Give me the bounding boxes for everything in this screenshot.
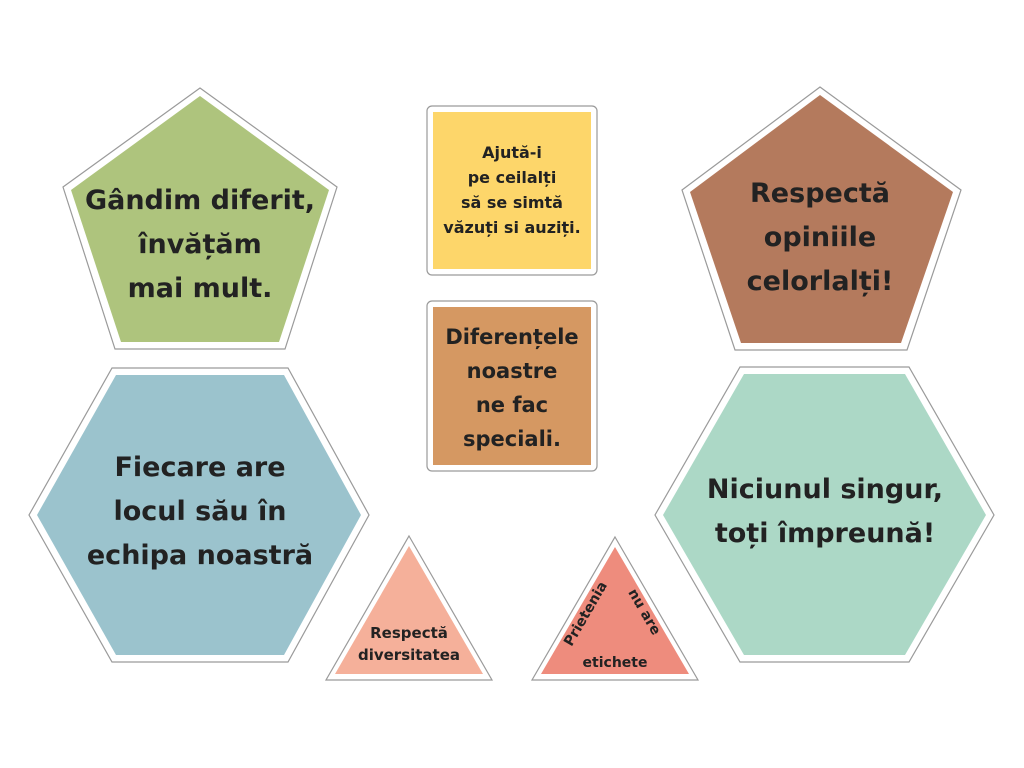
blue-hexagon-text: Fiecare are locul său în echipa noastră xyxy=(60,446,340,578)
text-line: Respectă xyxy=(750,178,890,209)
text-line: Diferențele xyxy=(445,325,579,349)
orange-square-text: Diferențele noastre ne fac speciali. xyxy=(433,320,591,456)
text-line: diversitatea xyxy=(357,646,461,664)
text-line: toți împreună! xyxy=(714,518,936,549)
peach-triangle xyxy=(335,546,483,674)
coral-triangle xyxy=(541,547,689,674)
text-line: să se simtă xyxy=(461,193,563,212)
brown-pentagon xyxy=(690,95,953,343)
mint-hexagon xyxy=(663,374,986,655)
green-pentagon xyxy=(71,96,329,342)
blue-hexagon xyxy=(37,375,361,655)
text-line: celorlalți! xyxy=(746,266,894,297)
yellow-square-text: Ajută-i pe ceilalți să se simtă văzuți s… xyxy=(433,140,591,240)
text-line: pe ceilalți xyxy=(467,168,557,187)
text-line: echipa noastră xyxy=(86,540,314,571)
text-line: Fiecare are xyxy=(114,452,286,483)
text-line: învățăm xyxy=(138,229,262,260)
yellow-square xyxy=(433,112,591,269)
text-line: locul său în xyxy=(113,496,287,527)
orange-square xyxy=(433,307,591,465)
text-line: ne fac xyxy=(475,393,549,417)
text-line: Gândim diferit, xyxy=(84,185,316,216)
text-line: Niciunul singur, xyxy=(706,474,944,505)
coral-triangle-bottom-text: etichete xyxy=(582,655,648,671)
text-line: opiniile xyxy=(763,222,877,253)
mint-hexagon-text: Niciunul singur, toți împreună! xyxy=(675,468,975,556)
text-line: văzuți si auziți. xyxy=(443,218,581,237)
text-line: Respectă xyxy=(370,624,448,642)
peach-triangle-text: Respectă diversitatea xyxy=(340,620,478,668)
green-pentagon-text: Gândim diferit, învățăm mai mult. xyxy=(70,180,330,310)
text-line: Ajută-i xyxy=(482,143,542,162)
brown-pentagon-text: Respectă opiniile celorlalți! xyxy=(690,173,950,303)
text-line: mai mult. xyxy=(127,273,273,304)
text-line: speciali. xyxy=(463,427,561,451)
text-line: noastre xyxy=(466,359,558,383)
